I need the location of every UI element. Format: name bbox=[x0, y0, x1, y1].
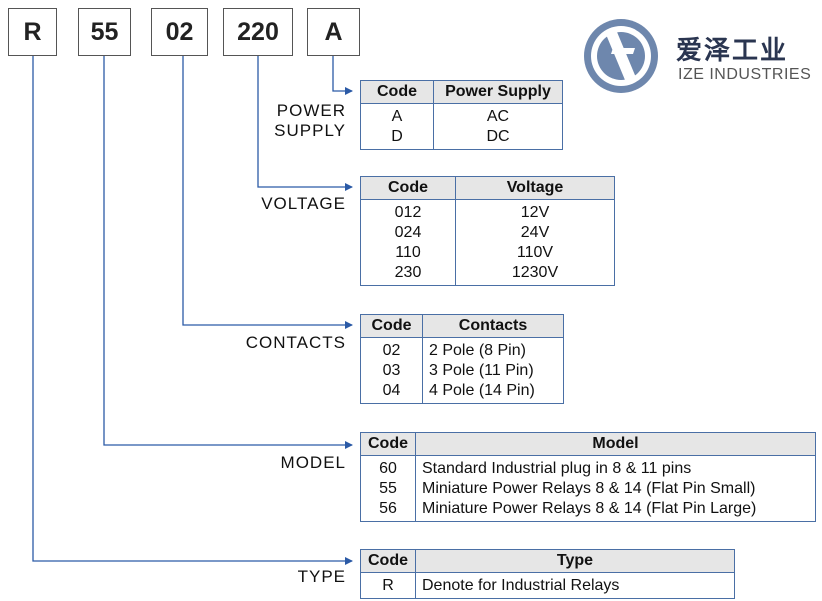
table-row: 02 2 Pole (8 Pin) bbox=[360, 337, 564, 361]
value-cell: 2 Pole (8 Pin) bbox=[422, 337, 564, 361]
connector-model bbox=[103, 56, 353, 449]
code-cell: 03 bbox=[360, 361, 423, 381]
table-row: 110 110V bbox=[360, 243, 615, 263]
column-header-code: Code bbox=[360, 80, 434, 104]
value-cell: 1230V bbox=[455, 263, 615, 286]
label-power-line1: POWER bbox=[276, 101, 346, 120]
model-table: Code Model 60 Standard Industrial plug i… bbox=[360, 432, 816, 522]
value-cell: 110V bbox=[455, 243, 615, 263]
contacts-table: Code Contacts 02 2 Pole (8 Pin) 03 3 Pol… bbox=[360, 314, 564, 404]
code-box-model: 55 bbox=[78, 8, 131, 56]
code-box-type: R bbox=[8, 8, 57, 56]
code-cell: 04 bbox=[360, 381, 423, 404]
code-box-power-supply: A bbox=[307, 8, 360, 56]
connector-voltage bbox=[257, 56, 353, 191]
table-row: 012 12V bbox=[360, 199, 615, 223]
label-power-line2: SUPPLY bbox=[274, 121, 346, 140]
value-cell: 12V bbox=[455, 199, 615, 223]
column-header-voltage: Voltage bbox=[455, 176, 615, 200]
value-cell: Denote for Industrial Relays bbox=[415, 572, 735, 599]
value-cell: AC bbox=[433, 103, 563, 127]
value-cell: 3 Pole (11 Pin) bbox=[422, 361, 564, 381]
code-cell: 60 bbox=[360, 455, 416, 479]
column-header-contacts: Contacts bbox=[422, 314, 564, 338]
code-cell: 56 bbox=[360, 499, 416, 522]
column-header-code: Code bbox=[360, 432, 416, 456]
table-row: 55 Miniature Power Relays 8 & 14 (Flat P… bbox=[360, 479, 816, 499]
code-cell: 230 bbox=[360, 263, 456, 286]
ize-logo-icon bbox=[584, 19, 658, 93]
table-row: 230 1230V bbox=[360, 263, 615, 286]
code-cell: 024 bbox=[360, 223, 456, 243]
value-cell: DC bbox=[433, 127, 563, 150]
code-cell: 110 bbox=[360, 243, 456, 263]
brand-english-name: IZE INDUSTRIES bbox=[678, 66, 812, 83]
label-contacts: CONTACTS bbox=[245, 333, 346, 352]
table-row: 03 3 Pole (11 Pin) bbox=[360, 361, 564, 381]
table-row: 56 Miniature Power Relays 8 & 14 (Flat P… bbox=[360, 499, 816, 522]
column-header-power-supply: Power Supply bbox=[433, 80, 563, 104]
label-power-supply: POWER SUPPLY bbox=[240, 101, 346, 141]
code-box-voltage: 220 bbox=[223, 8, 293, 56]
brand-chinese-name: 爱泽工业 bbox=[676, 35, 789, 65]
table-row: 60 Standard Industrial plug in 8 & 11 pi… bbox=[360, 455, 816, 479]
column-header-model: Model bbox=[415, 432, 816, 456]
label-voltage: VOLTAGE bbox=[261, 194, 346, 213]
connector-power-supply bbox=[332, 56, 353, 95]
connector-contacts bbox=[182, 56, 353, 329]
connector-type bbox=[32, 56, 353, 565]
value-cell: Standard Industrial plug in 8 & 11 pins bbox=[415, 455, 816, 479]
code-cell: 55 bbox=[360, 479, 416, 499]
type-table: Code Type R Denote for Industrial Relays bbox=[360, 549, 735, 599]
table-row: D DC bbox=[360, 127, 563, 150]
table-row: 024 24V bbox=[360, 223, 615, 243]
column-header-code: Code bbox=[360, 549, 416, 573]
code-cell: D bbox=[360, 127, 434, 150]
column-header-type: Type bbox=[415, 549, 735, 573]
value-cell: Miniature Power Relays 8 & 14 (Flat Pin … bbox=[415, 499, 816, 522]
column-header-code: Code bbox=[360, 176, 456, 200]
value-cell: 24V bbox=[455, 223, 615, 243]
label-model: MODEL bbox=[280, 453, 346, 472]
value-cell: Miniature Power Relays 8 & 14 (Flat Pin … bbox=[415, 479, 816, 499]
table-row: R Denote for Industrial Relays bbox=[360, 572, 735, 599]
column-header-code: Code bbox=[360, 314, 423, 338]
value-cell: 4 Pole (14 Pin) bbox=[422, 381, 564, 404]
code-cell: 012 bbox=[360, 199, 456, 223]
code-cell: R bbox=[360, 572, 416, 599]
code-cell: 02 bbox=[360, 337, 423, 361]
table-row: 04 4 Pole (14 Pin) bbox=[360, 381, 564, 404]
code-box-contacts: 02 bbox=[151, 8, 208, 56]
power-supply-table: Code Power Supply A AC D DC bbox=[360, 80, 563, 150]
table-row: A AC bbox=[360, 103, 563, 127]
voltage-table: Code Voltage 012 12V 024 24V 110 110V 23… bbox=[360, 176, 615, 286]
code-cell: A bbox=[360, 103, 434, 127]
label-type: TYPE bbox=[297, 567, 346, 586]
